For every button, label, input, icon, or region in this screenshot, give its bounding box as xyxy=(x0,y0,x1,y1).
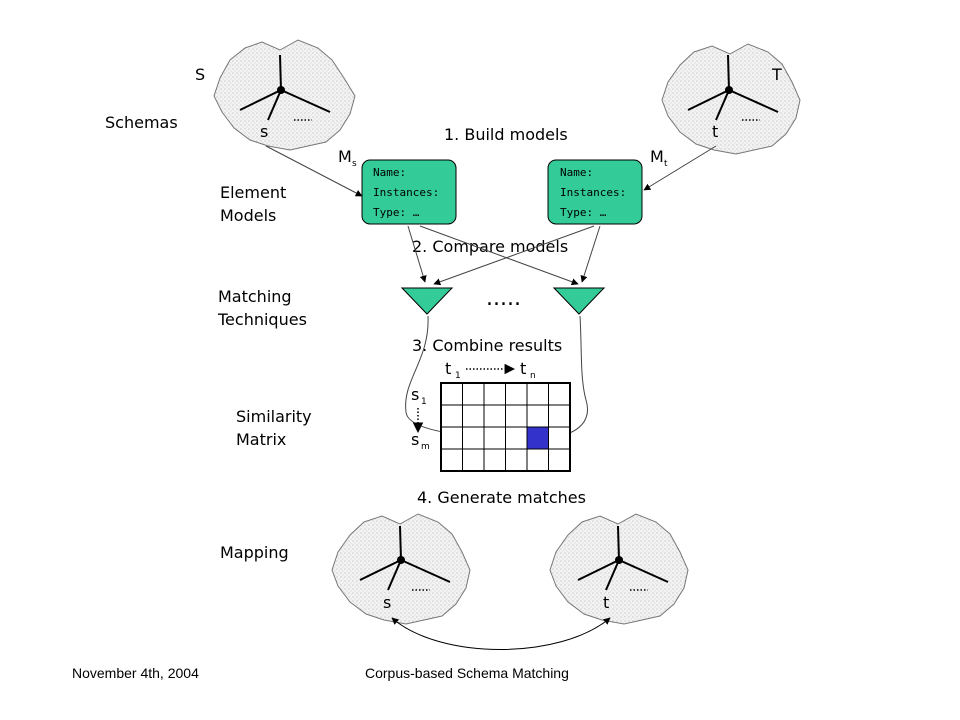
row-label-mapping: Mapping xyxy=(220,543,289,562)
step-2-label: 2. Compare models xyxy=(412,237,568,256)
target-schema xyxy=(661,43,801,155)
row-label-similarity-matrix-1: Similarity xyxy=(236,407,312,426)
row-label-schemas: Schemas xyxy=(105,113,178,132)
svg-text:t: t xyxy=(520,359,526,378)
matrix-cell xyxy=(548,404,571,428)
target-schema-label: T xyxy=(771,65,782,84)
source-model-label: M s xyxy=(338,147,357,169)
matrix-row-last-label: s m xyxy=(411,430,430,452)
row-label-matching-techniques-1: Matching xyxy=(218,287,292,306)
svg-text:n: n xyxy=(530,371,536,381)
mapping-target-schema xyxy=(549,513,689,625)
row-label-element-models-2: Models xyxy=(220,206,276,225)
matrix-cell xyxy=(483,382,506,406)
svg-text:Name:: Name: xyxy=(373,166,406,179)
target-element-label: t xyxy=(712,122,718,141)
matrix-cell xyxy=(548,448,571,472)
matrix-col-last-label: t n xyxy=(520,359,536,381)
svg-text:s: s xyxy=(411,385,419,404)
combine-arrow-2 xyxy=(549,315,588,441)
target-to-model-arrow xyxy=(643,145,717,191)
svg-text:1: 1 xyxy=(421,397,427,407)
matrix-cell xyxy=(526,382,549,406)
matrix-cell xyxy=(440,426,463,450)
mapping-target-blob xyxy=(549,513,689,625)
matrix-cell xyxy=(526,448,549,472)
matrix-cell xyxy=(462,426,485,450)
matrix-col-first-label: t 1 xyxy=(445,359,461,381)
svg-text:1: 1 xyxy=(455,371,461,381)
svg-text:M: M xyxy=(650,147,664,166)
source-schema-label: S xyxy=(195,65,205,84)
matrix-cell xyxy=(483,426,506,450)
matrix-cell xyxy=(526,404,549,428)
matrix-cell xyxy=(462,404,485,428)
mapping-source-element-label: s xyxy=(383,593,391,612)
matrix-cell xyxy=(440,382,463,406)
svg-text:t: t xyxy=(664,159,668,169)
svg-text:Type: …: Type: … xyxy=(373,206,420,219)
matrix-cell xyxy=(462,448,485,472)
step-1-label: 1. Build models xyxy=(444,125,568,144)
svg-text:m: m xyxy=(421,442,430,452)
matrix-cell xyxy=(505,382,528,406)
matrix-highlight-cell xyxy=(526,426,549,450)
mapping-source-blob xyxy=(331,513,471,625)
matching-technique-1 xyxy=(400,287,454,315)
step-3-label: 3. Combine results xyxy=(412,336,562,355)
target-schema-blob xyxy=(661,43,801,155)
source-to-model-arrow xyxy=(265,145,363,197)
matrix-row-first-label: s 1 xyxy=(411,385,427,407)
compare-arrow-1 xyxy=(407,225,427,283)
compare-arrow-2 xyxy=(419,225,579,286)
mapping-source-schema xyxy=(331,513,471,625)
svg-text:Name:: Name: xyxy=(560,166,593,179)
target-model-label: M t xyxy=(650,147,668,169)
svg-text:s: s xyxy=(411,430,419,449)
similarity-matrix xyxy=(440,382,571,472)
svg-text:s: s xyxy=(352,159,357,169)
matrix-cell xyxy=(505,426,528,450)
footer-title: Corpus-based Schema Matching xyxy=(365,665,569,681)
footer-date: November 4th, 2004 xyxy=(72,665,199,681)
matrix-cell xyxy=(440,448,463,472)
row-label-element-models-1: Element xyxy=(220,183,286,202)
row-label-matching-techniques-2: Techniques xyxy=(217,310,307,329)
matrix-cell xyxy=(462,382,485,406)
matrix-cell xyxy=(440,404,463,428)
source-schema xyxy=(213,39,356,151)
svg-text:Type: …: Type: … xyxy=(560,206,607,219)
matrix-cell xyxy=(548,426,571,450)
matrix-cell xyxy=(483,404,506,428)
svg-text:Instances:: Instances: xyxy=(373,186,439,199)
techniques-ellipsis: ..... xyxy=(486,286,521,311)
source-schema-blob xyxy=(213,39,356,151)
step-4-label: 4. Generate matches xyxy=(417,488,586,507)
matrix-cell xyxy=(483,448,506,472)
svg-text:Instances:: Instances: xyxy=(560,186,626,199)
mapping-double-arrow xyxy=(391,617,611,650)
row-label-similarity-matrix-2: Matrix xyxy=(236,430,286,449)
source-element-label: s xyxy=(260,122,268,141)
matrix-cell xyxy=(505,448,528,472)
matching-technique-2 xyxy=(552,287,606,315)
svg-text:M: M xyxy=(338,147,352,166)
mapping-target-element-label: t xyxy=(603,593,609,612)
matrix-cell xyxy=(505,404,528,428)
matrix-border xyxy=(440,382,571,472)
compare-arrow-4 xyxy=(580,225,601,283)
target-element-model-box: Name: Instances: Type: … xyxy=(547,159,643,225)
source-element-model-box: Name: Instances: Type: … xyxy=(361,159,457,225)
matrix-cell xyxy=(548,382,571,406)
svg-text:t: t xyxy=(445,359,451,378)
compare-arrow-3 xyxy=(433,225,595,286)
